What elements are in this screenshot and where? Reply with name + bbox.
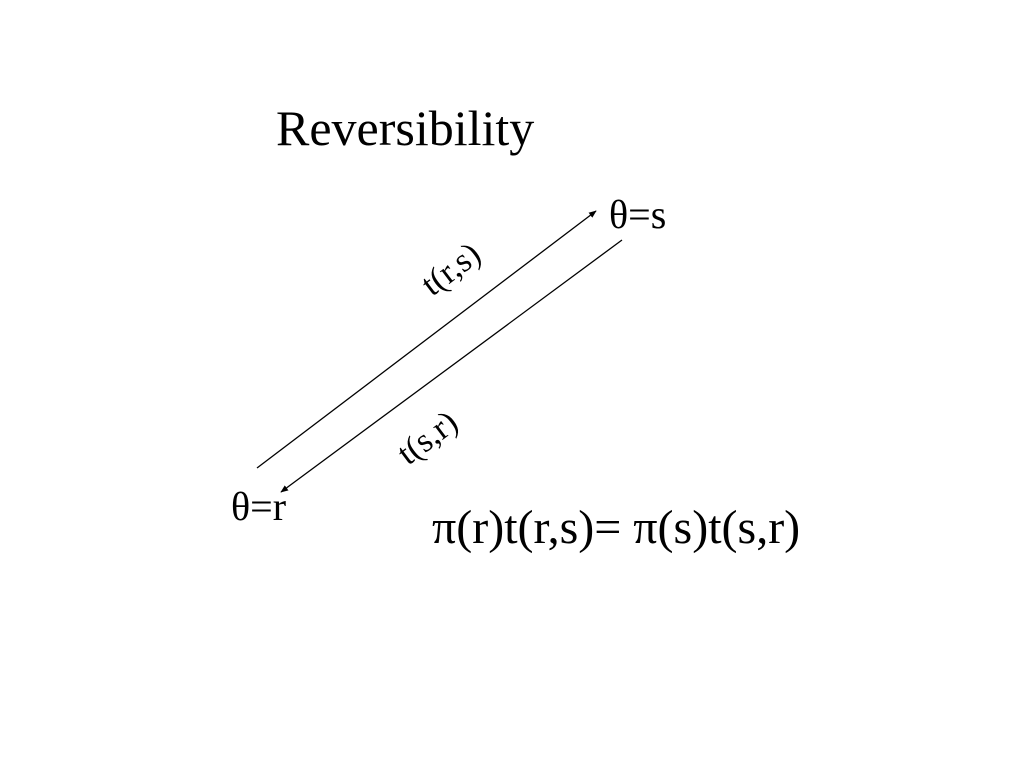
forward-transition-label: t(r,s) <box>415 235 488 303</box>
forward-transition-arrow <box>256 210 597 469</box>
detailed-balance-equation: π(r)t(r,s)= π(s)t(s,r) <box>432 501 801 554</box>
backward-transition-arrow <box>280 239 623 493</box>
state-s-label: θ=s <box>609 192 666 237</box>
state-r-label: θ=r <box>231 484 286 529</box>
slide-title: Reversibility <box>276 100 535 156</box>
backward-transition-label: t(s,r) <box>391 404 465 473</box>
